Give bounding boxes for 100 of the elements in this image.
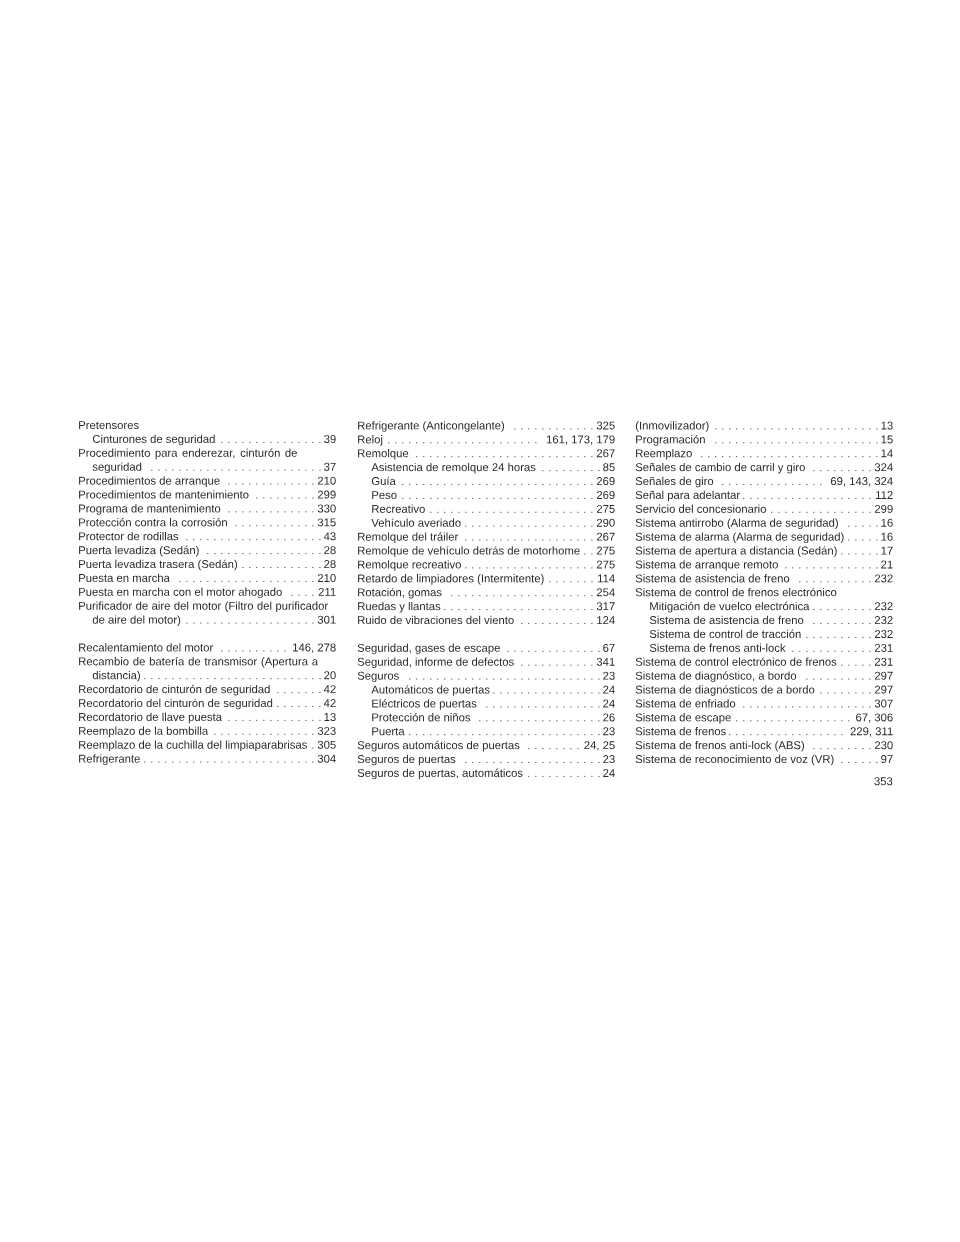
label: 267 — [596, 449, 615, 458]
label: Remolque recreativo — [358, 560, 461, 571]
label: 315 — [317, 518, 336, 527]
index-entry: Sistema de control de tracción 232 — [649, 629, 893, 639]
label: 67 — [603, 643, 615, 652]
label: 24 — [603, 685, 615, 694]
label: Mitigación de vuelco electrónica — [650, 601, 810, 613]
label: 21 — [881, 560, 893, 569]
label: 275 — [596, 504, 615, 513]
label: Procedimientos de mantenimiento — [79, 490, 249, 499]
index-entry: Reloj 161, 173, 179 — [358, 435, 615, 446]
index-entry: Recordatorio de llave puesta 13 — [79, 712, 336, 724]
index-entry: Mitigación de vuelco electrónica 232 — [650, 601, 893, 613]
label: 290 — [596, 518, 615, 527]
label: 232 — [874, 616, 893, 625]
label: 229, 311 — [850, 727, 893, 737]
label: Reloj — [358, 435, 383, 446]
label: Purificador de aire del motor (Filtro del purificador — [79, 601, 328, 613]
index-entry: Remolque de vehículo detrás de motorhome 275 — [358, 546, 615, 557]
index-entry: Seguros 23 — [357, 671, 615, 682]
label: 323 — [317, 726, 336, 735]
index-entry: Recambio de batería de transmisor (Apertura a distancia) 20 — [79, 656, 336, 682]
index-entry: Remolque 267 — [358, 449, 615, 460]
label: 275 — [596, 560, 615, 569]
label: 301 — [317, 615, 336, 624]
index-entry: Remolque recreativo 275 — [358, 560, 615, 571]
index-entry: Ruedas y llantas 317 — [358, 601, 615, 613]
index-entry: Puerta levadiza trasera (Sedán) 28 — [79, 559, 336, 571]
label: Eléctricos de puertas — [372, 699, 477, 710]
index-entry: Puesta en marcha 210 — [79, 573, 336, 583]
label: Reemplazo — [636, 449, 692, 460]
label: 210 — [317, 573, 336, 582]
index-entry: Reemplazo de la bombilla 323 — [79, 726, 336, 738]
label: Sistema de control electrónico de frenos — [635, 657, 837, 666]
index-entry: Servicio del concesionario 299 — [635, 504, 893, 514]
index-entry: Seguros de puertas 23 — [357, 754, 615, 766]
label: 210 — [317, 476, 336, 485]
index-entry: Señales de giro 69, 143, 324 — [635, 476, 893, 488]
label: 325 — [596, 421, 615, 430]
index-entry: Sistema de diagnóstico, a bordo 297 — [635, 671, 893, 682]
label: Procedimientos de arranque — [79, 476, 220, 487]
label: 23 — [603, 671, 615, 680]
label: 13 — [881, 421, 893, 430]
index-entry: Seguros de puertas, automáticos 24 — [357, 768, 615, 780]
index-entry: Asistencia de remolque 24 horas 85 — [371, 462, 615, 474]
index-entry: Purificador de aire del motor (Filtro del purificador de aire del motor) 301 — [79, 601, 336, 626]
label: Programación — [636, 434, 705, 446]
label: Asistencia de remolque 24 horas — [371, 462, 536, 474]
label: 297 — [874, 685, 893, 694]
label: Sistema de asistencia de freno — [635, 574, 790, 583]
index-entry: Programación 15 — [636, 435, 893, 446]
index-entry: Seguridad, gases de escape 67 — [357, 643, 615, 655]
label: 297 — [874, 671, 893, 680]
label: Peso — [372, 491, 397, 500]
label: 267 — [596, 532, 615, 541]
label: 232 — [874, 630, 893, 639]
index-entry: Ruido de vibraciones del viento 124 — [358, 615, 615, 625]
label: 269 — [596, 491, 615, 500]
label: Seguridad, gases de escape — [357, 643, 500, 655]
label: Remolque del tráiler — [358, 532, 459, 543]
index-entry: Sistema antirrobo (Alarma de seguridad) 16 — [635, 518, 893, 530]
label: Ruedas y llantas — [358, 601, 441, 613]
index-heading: Pretensores — [79, 421, 139, 430]
label: Puerta — [372, 727, 405, 736]
label: Seguridad, informe de defectos — [357, 657, 514, 669]
label: 124 — [597, 616, 615, 624]
index-entry: Señales de cambio de carril y giro 324 — [635, 462, 893, 474]
index-entry: Recalentamiento del motor 146, 278 — [79, 643, 336, 653]
label: 24 — [603, 769, 615, 777]
label: Señales de cambio de carril y giro — [635, 462, 805, 474]
label: 13 — [324, 712, 336, 721]
label: Puesta en marcha — [79, 573, 170, 582]
label: 299 — [874, 504, 893, 513]
index-entry: Sistema de asistencia de freno 232 — [649, 615, 893, 625]
index-entry: Sistema de escape 67, 306 — [635, 713, 893, 724]
index-entry: Procedimientos de mantenimiento 299 — [79, 490, 336, 499]
label: Sistema de arranque remoto — [635, 560, 778, 571]
label: Vehículo averiado — [371, 518, 461, 527]
index-entry: Puerta levadiza (Sedán) 28 — [79, 545, 336, 557]
label: Puerta levadiza trasera (Sedán) — [79, 559, 238, 571]
label: (Inmovilizador) — [635, 421, 709, 432]
label: 112 — [876, 491, 893, 499]
index-entry: Sistema de control electrónico de frenos 231 — [635, 657, 893, 667]
label: Refrigerante (Anticongelante) — [358, 421, 505, 432]
label: 230 — [874, 741, 893, 750]
index-entry: Recordatorio del cinturón de seguridad 42 — [79, 698, 336, 710]
index-entry: Protección contra la corrosión 315 — [79, 517, 336, 527]
label: Rotación, gomas — [358, 587, 442, 599]
label: Automáticos de puertas — [371, 685, 490, 696]
label: Sistema antirrobo (Alarma de seguridad) — [635, 518, 838, 530]
index-entry: Retardo de limpiadores (Intermitente) 114 — [358, 574, 615, 585]
label: Recordatorio de cinturón de seguridad — [79, 684, 270, 696]
index-entry: Protección de niños 26 — [372, 713, 615, 722]
label: Protección contra la corrosión — [79, 517, 227, 527]
index-entry: Puesta en marcha con el motor ahogado 211 — [79, 587, 336, 599]
label: Seguros de puertas — [357, 754, 456, 766]
label: 23 — [603, 727, 615, 736]
label: Guía — [371, 476, 396, 486]
page-number: 353 — [874, 777, 893, 786]
label: 85 — [603, 463, 615, 472]
